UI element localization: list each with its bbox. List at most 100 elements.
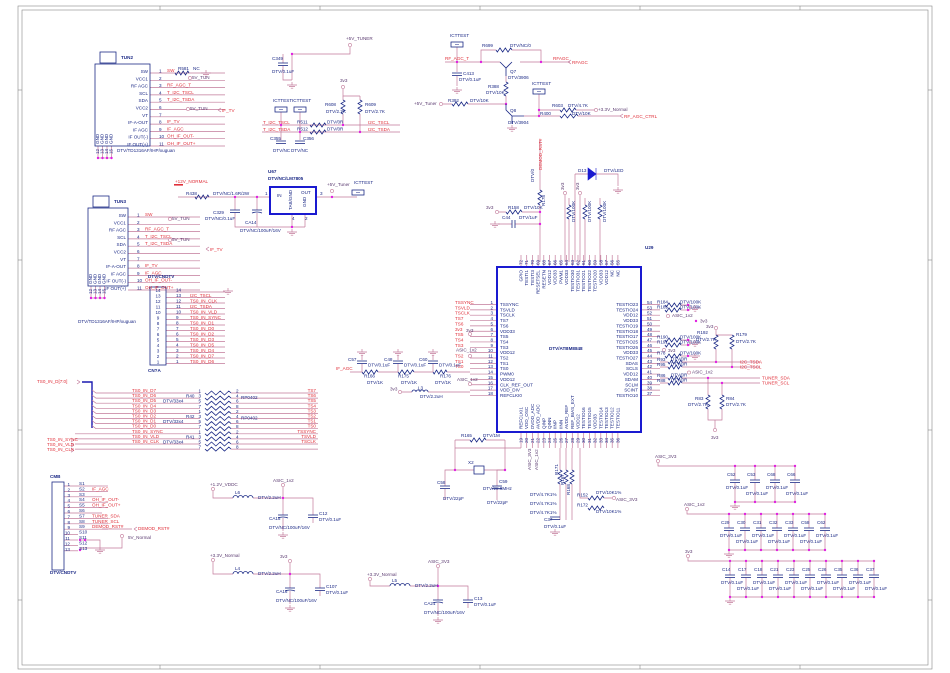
label: D13 (578, 168, 587, 173)
pin-number: 19 (519, 437, 524, 443)
label: R95 (657, 362, 666, 367)
gnd-pin-number: 12 (95, 148, 100, 154)
test-point (351, 189, 365, 196)
tun2-shield-tab (99, 51, 117, 64)
wire (715, 330, 732, 336)
label: RFAGC (572, 60, 589, 65)
cap-ref: C58 (801, 520, 810, 525)
pin-label: IINN (558, 420, 563, 429)
pin-number: 5 (159, 98, 162, 103)
label: DTV/0R (671, 357, 688, 362)
pin-number: 55 (615, 259, 620, 265)
net-label: TS0_IN_D1 (132, 419, 156, 424)
inductor-1 (232, 571, 254, 575)
pin-label: TSVLD (500, 307, 515, 312)
filter-c-cap (463, 599, 473, 603)
wire (91, 405, 200, 409)
label: ASIC_3V3 (655, 454, 677, 459)
wire (91, 425, 200, 430)
net-label: TS0_IN_SYNC (190, 315, 222, 320)
junction-dot (808, 559, 812, 563)
pin-label: QINN (547, 418, 552, 429)
pin-number: 22 (536, 437, 541, 443)
power-port-circle (211, 558, 215, 562)
pin-number: 18 (488, 391, 494, 396)
junction-dot (103, 296, 106, 300)
gnd-pin-label: GND (93, 273, 98, 284)
junction-dot (290, 52, 294, 56)
tun3-body (87, 207, 129, 287)
pin-number: 8 (176, 321, 179, 326)
net-label: TSVLD (301, 434, 316, 439)
pin-label: VDD12 (576, 414, 581, 429)
bus-port: TS0_IN_D[7:0] (37, 379, 67, 384)
tun2-ref: TUN2 (121, 55, 133, 60)
label: DTV/0.1uF (404, 363, 426, 368)
parts-layer (51, 41, 879, 624)
r608-resistor (340, 99, 346, 115)
power-port-circle (341, 85, 345, 89)
strap-resistor (566, 204, 572, 220)
pin-label: IF OUT(-) (106, 279, 126, 284)
pin-label: TSSYNC (500, 302, 519, 307)
label: DTV/NC/100uF/16V (424, 610, 466, 615)
net-label: T_I2C_TSDA (167, 97, 195, 102)
pin-number: 2 (490, 305, 493, 310)
cap-value: DTV/0.1uF (800, 539, 822, 544)
net-label: SW (145, 212, 153, 217)
c329-cap (230, 209, 240, 213)
label: DTV/NC/100uF/16V (269, 525, 311, 530)
cap-ref: C23 (786, 567, 795, 572)
port-arrow (619, 113, 624, 119)
decoupling-cap (773, 574, 783, 578)
label: 2 (305, 216, 308, 221)
label: 3v3 (560, 182, 565, 190)
array-resistor (204, 446, 232, 452)
pin-label: TESTIO22 (587, 270, 592, 292)
power-port-circle (188, 76, 192, 80)
ground-icon (550, 529, 560, 536)
label: C356 (303, 136, 314, 141)
pin-label: VDD12 (604, 270, 609, 285)
c413-cap (452, 72, 462, 76)
pin-number: 7 (490, 332, 493, 337)
pin-label: CLK_REF_OUT (500, 382, 533, 387)
junction-dot (728, 559, 732, 563)
pin-label: S1 (79, 481, 85, 486)
pin-label: TS1 (500, 361, 509, 366)
net-label: T_I2C_TSDA (145, 241, 173, 246)
wire (282, 518, 314, 531)
label: DTV/0R (671, 362, 688, 367)
pin-label: VDD33 (500, 329, 515, 334)
label: R184 (657, 300, 668, 305)
c48-cap (393, 360, 403, 364)
wire (524, 109, 620, 117)
cap-ref: C14 (722, 567, 731, 572)
junction-dot (694, 319, 698, 323)
test-point (274, 106, 288, 113)
label: R171 (554, 464, 559, 475)
ground-symbol (287, 82, 297, 89)
pin-label: TESTIO26 (616, 345, 638, 350)
wire (342, 96, 361, 132)
label: R179 (736, 332, 747, 337)
gnd-pin-label: GND (100, 133, 105, 144)
label: T_I2C_TSDA (263, 127, 291, 132)
tun3-ref: TUN3 (114, 199, 126, 204)
pin-number: 56 (610, 259, 615, 265)
power-port-circle (495, 210, 499, 214)
label: R699 (482, 43, 493, 48)
label: DTV/1K (435, 380, 452, 385)
label: DEMOD_RST# (138, 526, 170, 531)
label: Q7 (510, 69, 517, 74)
junction-dot (753, 500, 757, 504)
wire (342, 89, 360, 97)
junction-dot (686, 308, 690, 312)
decoupling-cap (790, 479, 800, 483)
decoupling-cap (756, 527, 766, 531)
pin-label: RF AGC (131, 84, 149, 89)
pin-number: 7 (198, 424, 201, 429)
label: R511 (297, 120, 308, 125)
gnd-pin-label: GND (109, 133, 114, 144)
ground-icon (490, 221, 500, 228)
